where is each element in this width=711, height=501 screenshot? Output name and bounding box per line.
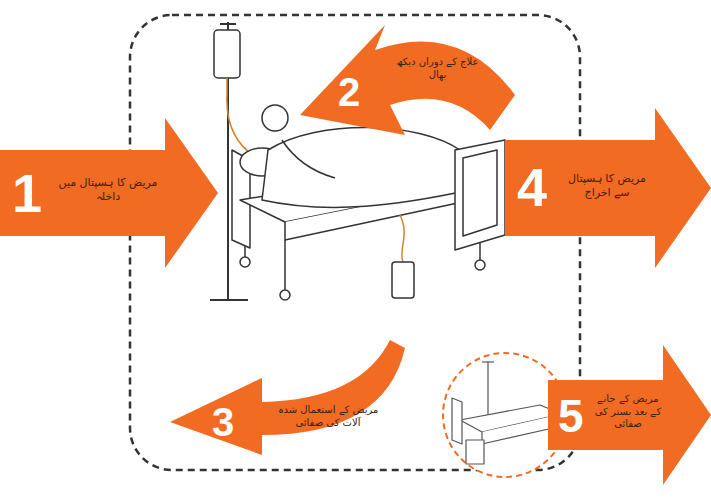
step-caption: مریض کا ہسپتال سے اخراج (561, 172, 653, 200)
iv-pole-base (210, 299, 248, 301)
step-number: 5 (558, 393, 584, 439)
arrow-outline (548, 345, 711, 485)
patient-head (262, 105, 288, 131)
empty-bed (452, 362, 562, 464)
arrow-outline (0, 118, 218, 268)
iv-bag (214, 30, 240, 78)
step-caption: مریض کا ہسپتال میں داخلہ (56, 176, 160, 204)
bed-wheel (240, 257, 250, 267)
bed-leg (244, 246, 246, 258)
arrow-outline (170, 340, 405, 455)
bed-wheel (475, 260, 485, 270)
arrow-step: 5مریض کے جانے کے بعد بستر کی صفائی (548, 345, 711, 485)
arrow-shape (170, 340, 405, 455)
iv-hook (482, 361, 494, 362)
bed-wheel (280, 290, 290, 300)
step-number: 2 (338, 72, 360, 112)
nightstand (466, 440, 484, 464)
patient-arm (282, 140, 335, 178)
arrow-step: 1 مریض کا ہسپتال میں داخلہ (0, 118, 218, 268)
step-caption: علاج کے دوران دیکھ بھال (390, 56, 485, 81)
arrow-outline (300, 25, 515, 135)
blanket (262, 127, 470, 207)
arrow-shape (290, 20, 515, 165)
arrow-step: 2 علاج کے دوران دیکھ بھال (290, 20, 515, 165)
bed-leg (284, 240, 286, 290)
urine-tube (400, 215, 404, 262)
empty-headboard (452, 398, 462, 444)
iv-pole (487, 362, 488, 420)
arrow-outline (505, 108, 711, 268)
step-number: 1 (12, 166, 42, 220)
step-number: 4 (517, 160, 547, 214)
iv-hook (220, 23, 236, 25)
arrow-step: 3 مریض کے استعمال شدہ آلات کی صفائی (170, 340, 405, 455)
step-caption: مریض کے استعمال شدہ آلات کی صفائی (268, 404, 388, 429)
footboard (455, 140, 505, 250)
step-caption: مریض کے جانے کے بعد بستر کی صفائی (592, 393, 664, 431)
step-number: 3 (212, 402, 234, 442)
footboard-panel (463, 150, 497, 236)
arrow-step: 4 مریض کا ہسپتال سے اخراج (505, 108, 711, 268)
urine-bag (392, 262, 414, 298)
